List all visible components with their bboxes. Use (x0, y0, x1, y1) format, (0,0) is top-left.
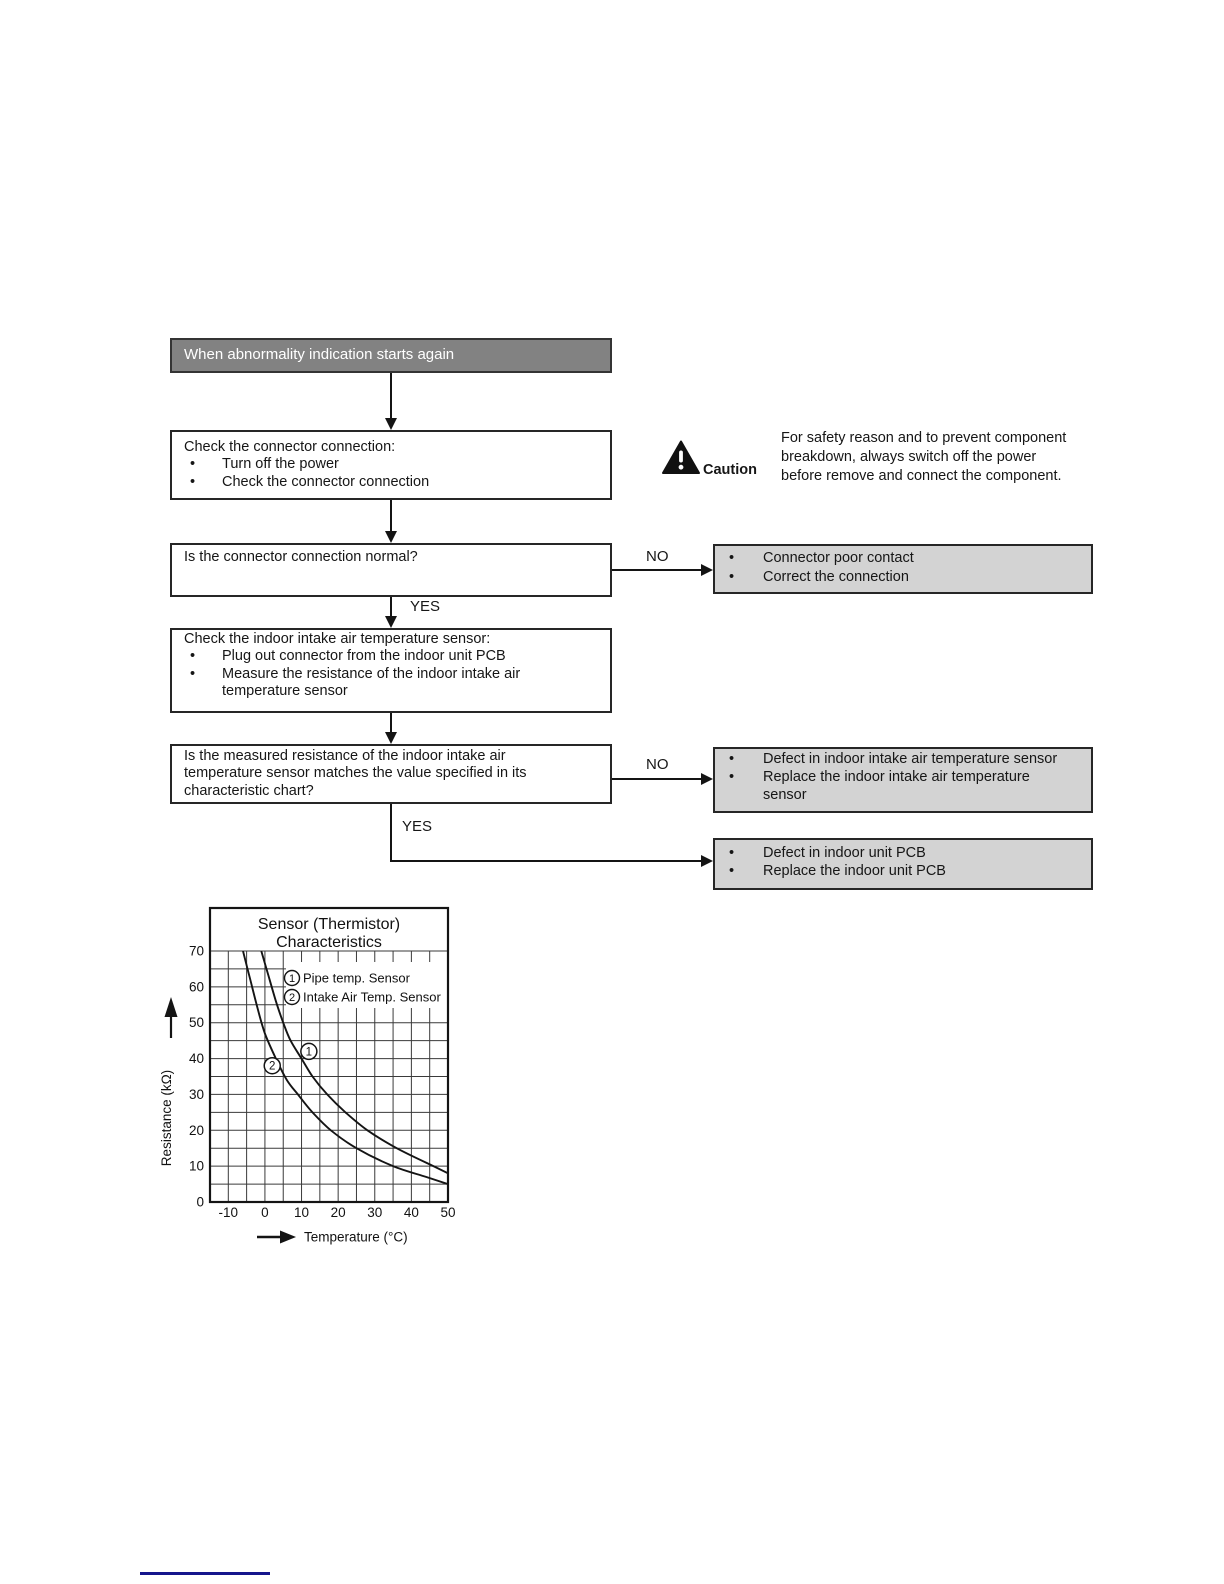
chart-border (208, 906, 450, 1204)
chart-title-line: Characteristics (276, 934, 382, 951)
bullet-item: • Replace the indoor unit PCB (727, 862, 1085, 880)
curve-marker-circle (300, 1042, 318, 1061)
chart-title-line: Sensor (Thermistor) (258, 916, 400, 933)
x-tick-label: -10 (219, 1205, 239, 1220)
bullet-item: • Defect in indoor intake air temperatur… (727, 750, 1085, 768)
bullet-item: • Defect in indoor unit PCB (727, 844, 1085, 862)
curve-marker-circle (263, 1056, 281, 1075)
legend-number: 2 (289, 992, 295, 1004)
bullet-text: Defect in indoor unit PCB (763, 845, 926, 861)
bullet-text: Connector poor contact (763, 550, 914, 566)
y-axis-arrow-icon (164, 997, 178, 1017)
branch-yes-label: YES (402, 818, 433, 835)
flow-question-connector-normal: Is the connector connection normal? (170, 543, 612, 597)
x-tick-label: 0 (261, 1205, 269, 1220)
bullet-text: Defect in indoor intake air temperature … (763, 751, 1058, 767)
x-tick-label: 50 (440, 1205, 455, 1220)
curve-marker-number: 1 (306, 1046, 312, 1058)
step-title: Check the connector connection: (184, 439, 396, 455)
curve-2 (242, 951, 448, 1186)
bullet-item: • Turn off the power (184, 456, 602, 473)
flow-step-check-connector: Check the connector connection: • Turn o… (170, 430, 612, 500)
x-tick-label: 40 (404, 1205, 419, 1220)
bullet-text: Plug out connector from the indoor unit … (222, 648, 506, 665)
bullet-marker: • (729, 845, 735, 861)
flow-result-connector: • Connector poor contact • Correct the c… (713, 544, 1093, 594)
branch-yes-label: YES (410, 598, 441, 615)
bullet-item: • Replace the indoor intake air temperat… (727, 768, 1085, 786)
caution-line: breakdown, always switch off the power (781, 448, 1037, 465)
bullet-text: Replace the indoor unit PCB (763, 863, 946, 879)
bullet-marker: • (190, 665, 196, 682)
y-tick-label: 10 (189, 1159, 204, 1174)
bullet-marker: • (729, 863, 735, 879)
x-tick-label: 20 (331, 1205, 346, 1220)
bullet-text-continuation: temperature sensor (222, 683, 348, 700)
y-tick-label: 40 (189, 1051, 204, 1066)
bullet-item: • Connector poor contact (727, 549, 1085, 568)
flow-question-resistance-match: Is the measured resistance of the indoor… (170, 744, 612, 804)
x-tick-label: 30 (367, 1205, 382, 1220)
sensor-characteristics-chart: 1 Pipe temp. Sensor 2 Intake Air Temp. Sens… (159, 906, 456, 1245)
bullet-marker: • (729, 550, 735, 566)
caution-line: before remove and connect the component. (781, 467, 1062, 484)
legend-number-circle (283, 988, 301, 1006)
bullet-text: Check the connector connection (222, 473, 430, 490)
bullet-text: Replace the indoor intake air temperatur… (763, 769, 1030, 785)
bullet-text-continuation: sensor (763, 787, 807, 803)
y-axis-label: Resistance (kΩ) (159, 1070, 174, 1166)
y-tick-label: 50 (189, 1015, 204, 1030)
bullet-item: • Correct the connection (727, 568, 1085, 587)
bullet-text: Measure the resistance of the indoor int… (222, 665, 521, 682)
branch-no-label: NO (646, 756, 669, 773)
caution-line: For safety reason and to prevent compone… (781, 430, 1067, 446)
bullet-item: • Plug out connector from the indoor uni… (184, 648, 602, 665)
flow-result-pcb-defect: • Defect in indoor unit PCB • Replace th… (713, 838, 1093, 890)
caution-label: Caution (703, 462, 757, 478)
bullet-marker: • (729, 769, 735, 785)
x-tick-label: 10 (294, 1205, 309, 1220)
x-axis-arrow-icon (280, 1230, 296, 1244)
footer-link-rule (140, 1572, 270, 1575)
question-line: Is the measured resistance of the indoor… (184, 748, 506, 764)
warning-triangle-icon (662, 440, 700, 474)
bullet-marker: • (190, 473, 196, 490)
bullet-item: • Check the connector connection (184, 474, 602, 491)
legend-label: Intake Air Temp. Sensor (303, 989, 441, 1004)
branch-no-label: NO (646, 548, 669, 565)
question-line: temperature sensor matches the value spe… (184, 765, 527, 782)
bullet-text: Turn off the power (222, 456, 339, 473)
y-tick-label: 0 (196, 1195, 204, 1210)
caution-text: For safety reason and to prevent compone… (781, 429, 1101, 485)
question-text: Is the connector connection normal? (184, 549, 418, 565)
bullet-text: Correct the connection (763, 568, 909, 585)
step-title: Check the indoor intake air temperature … (184, 631, 491, 647)
bullet-marker: • (190, 648, 196, 665)
y-tick-label: 30 (189, 1087, 204, 1102)
flow-result-sensor-defect: • Defect in indoor intake air temperatur… (713, 747, 1093, 813)
y-tick-label: 60 (189, 979, 204, 994)
legend-number: 1 (289, 973, 295, 985)
curve-marker-number: 2 (269, 1061, 275, 1073)
legend-label: Pipe temp. Sensor (303, 970, 411, 985)
curve-1 (260, 951, 448, 1175)
legend-number-circle (283, 969, 301, 987)
flow-step-check-sensor: Check the indoor intake air temperature … (170, 628, 612, 713)
bullet-marker: • (190, 456, 196, 473)
question-line: characteristic chart? (184, 782, 314, 799)
x-axis-label: Temperature (°C) (304, 1230, 408, 1245)
bullet-item: • Measure the resistance of the indoor i… (184, 666, 602, 683)
y-tick-label: 70 (189, 944, 204, 959)
y-tick-label: 20 (189, 1123, 204, 1138)
bullet-marker: • (729, 751, 735, 767)
flow-start-box: When abnormality indication starts again (170, 338, 612, 373)
bullet-marker: • (729, 568, 735, 585)
legend-background (286, 962, 448, 1008)
flow-start-label: When abnormality indication starts again (184, 346, 455, 363)
